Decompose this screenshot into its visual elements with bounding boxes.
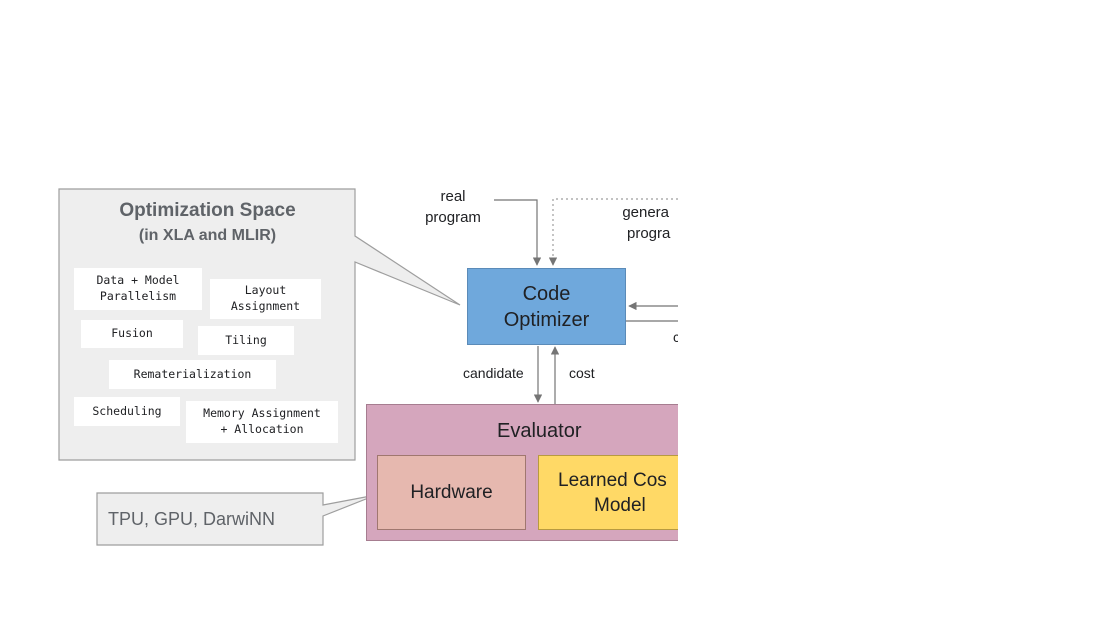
- optimization-space-title: Optimization Space: [119, 200, 296, 221]
- chip-fusion: Fusion: [81, 320, 183, 348]
- real-program-label: real program: [425, 188, 481, 226]
- code-optimizer-right-fragment: c: [673, 329, 678, 345]
- clipped-region: genera progra Code Optimizer c Evaluator…: [366, 204, 678, 541]
- hardware-box: Hardware: [377, 455, 526, 530]
- chip-scheduling: Scheduling: [74, 397, 180, 426]
- evaluator-title: Evaluator: [497, 420, 582, 442]
- chip-data-model-parallelism: Data + Model Parallelism: [74, 268, 202, 310]
- chip-tiling: Tiling: [198, 326, 294, 355]
- chip-memory-assignment: Memory Assignment + Allocation: [186, 401, 338, 443]
- candidate-label: candidate: [463, 365, 524, 381]
- generated-program-arrow: [548, 198, 678, 266]
- optimization-space-subtitle: (in XLA and MLIR): [138, 227, 277, 244]
- hardware-callout-shape: [96, 492, 377, 546]
- chip-rematerialization: Rematerialization: [109, 360, 276, 389]
- code-optimizer-box: Code Optimizer: [467, 268, 626, 345]
- optimization-space-callout: [58, 188, 461, 461]
- chip-layout-assignment: Layout Assignment: [210, 279, 321, 319]
- generated-program-label: genera progra: [622, 204, 671, 242]
- cost-label: cost: [569, 365, 595, 381]
- learned-cost-model-box: Learned Cos Model: [538, 455, 678, 530]
- real-program-arrow: [494, 199, 542, 266]
- hardware-callout-text: TPU, GPU, DarwiNN: [108, 509, 276, 529]
